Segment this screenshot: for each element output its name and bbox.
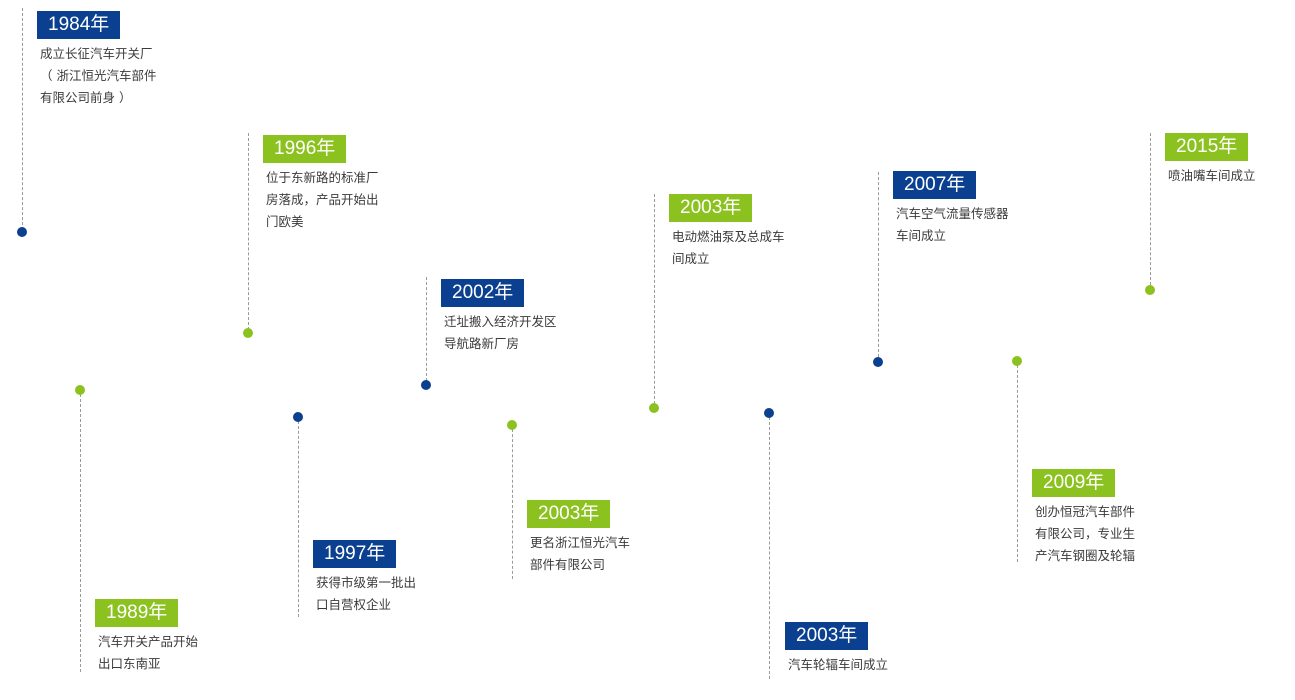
milestone-description: 汽车开关产品开始 出口东南亚 xyxy=(98,634,199,671)
timeline-dot xyxy=(243,328,253,338)
year-label: 2003年 xyxy=(785,622,869,650)
connector-line xyxy=(80,394,81,672)
timeline-dot xyxy=(507,420,517,430)
connector-line xyxy=(1017,365,1018,562)
year-label: 2002年 xyxy=(441,279,525,307)
connector-line xyxy=(426,277,427,381)
year-label: 1989年 xyxy=(95,599,179,627)
connector-line xyxy=(1150,133,1151,285)
connector-line xyxy=(248,133,249,330)
milestone-description: 迁址搬入经济开发区 导航路新厂房 xyxy=(444,314,557,351)
timeline-dot xyxy=(649,403,659,413)
connector-line xyxy=(878,172,879,357)
timeline-dot xyxy=(764,408,774,418)
milestone-description: 汽车空气流量传感器 车间成立 xyxy=(896,206,1009,243)
milestone-description: 电动燃油泵及总成车 间成立 xyxy=(672,229,785,266)
connector-line xyxy=(769,417,770,679)
year-label: 2003年 xyxy=(527,500,611,528)
milestone-description: 位于东新路的标准厂 房落成，产品开始出 门欧美 xyxy=(266,170,379,229)
timeline-dot xyxy=(873,357,883,367)
connector-line xyxy=(654,194,655,404)
timeline-dot xyxy=(293,412,303,422)
milestone-description: 喷油嘴车间成立 xyxy=(1168,168,1256,183)
milestone-description: 创办恒冠汽车部件 有限公司，专业生 产汽车钢圈及轮辐 xyxy=(1035,504,1136,563)
connector-line xyxy=(298,421,299,617)
year-label: 2009年 xyxy=(1032,469,1116,497)
connector-line xyxy=(512,429,513,579)
connector-line xyxy=(22,8,23,230)
milestone-description: 成立长征汽车开关厂 （ 浙江恒光汽车部件 有限公司前身 ） xyxy=(40,46,157,105)
milestone-description: 汽车轮辐车间成立 xyxy=(788,657,889,672)
year-label: 1984年 xyxy=(37,11,121,39)
year-label: 2015年 xyxy=(1165,133,1249,161)
year-label: 1996年 xyxy=(263,135,347,163)
year-label: 2003年 xyxy=(669,194,753,222)
timeline-dot xyxy=(421,380,431,390)
milestone-description: 更名浙江恒光汽车 部件有限公司 xyxy=(530,535,631,572)
timeline-dot xyxy=(75,385,85,395)
timeline-dot xyxy=(1012,356,1022,366)
timeline-dot xyxy=(17,227,27,237)
timeline-dot xyxy=(1145,285,1155,295)
year-label: 1997年 xyxy=(313,540,397,568)
milestone-description: 获得市级第一批出 口自营权企业 xyxy=(316,575,417,612)
year-label: 2007年 xyxy=(893,171,977,199)
